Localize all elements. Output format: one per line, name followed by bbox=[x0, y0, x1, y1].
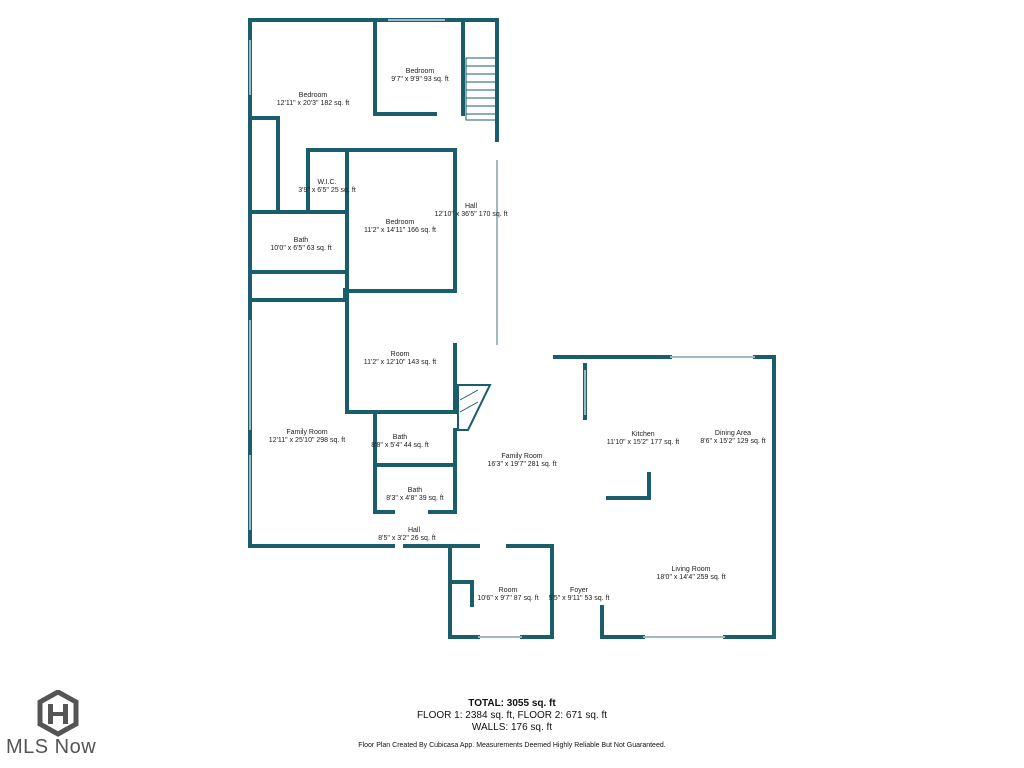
brand-name: MLS Now bbox=[6, 736, 97, 758]
room-name: Hall bbox=[408, 527, 421, 534]
main-wall bbox=[448, 544, 480, 639]
kitchen-island bbox=[606, 472, 651, 500]
room-dims: 11'2" x 14'11" 166 sq. ft bbox=[364, 227, 436, 234]
room-dims: 12'11" x 20'3" 182 sq. ft bbox=[277, 100, 350, 107]
windows bbox=[249, 19, 755, 638]
room-wall bbox=[345, 343, 457, 414]
closet-wall bbox=[248, 116, 280, 214]
bedroom-wall bbox=[306, 148, 457, 292]
room-name: Bedroom bbox=[406, 68, 435, 75]
room-dims: 16'3" x 19'7" 281 sq. ft bbox=[487, 461, 556, 468]
wall-area: WALLS: 176 sq. ft bbox=[471, 722, 553, 733]
room-dims: 18'0" x 14'4" 259 sq. ft bbox=[656, 574, 725, 581]
room-dims: 8'8" x 5'4" 44 sq. ft bbox=[371, 442, 429, 449]
room-dims: 11'2" x 12'10" 143 sq. ft bbox=[364, 359, 437, 366]
room-dims: 12'11" x 25'10" 298 sq. ft bbox=[269, 437, 345, 444]
room-name: Family Room bbox=[286, 429, 327, 436]
room-wall bbox=[506, 544, 554, 639]
mls-now-logo-icon bbox=[37, 690, 79, 737]
upper-wing-wall bbox=[248, 18, 499, 548]
room-name: Bath bbox=[393, 434, 408, 441]
room-name: Room bbox=[391, 351, 410, 358]
bedroom-wall bbox=[373, 18, 437, 116]
room-name: Hall bbox=[465, 203, 478, 210]
room-dims: 12'10" x 36'5" 170 sq. ft bbox=[434, 211, 507, 218]
room-wall bbox=[450, 580, 474, 607]
room-name: Dining Area bbox=[715, 430, 751, 437]
room-name: W.I.C. bbox=[317, 179, 336, 186]
floor-areas: FLOOR 1: 2384 sq. ft, FLOOR 2: 671 sq. f… bbox=[416, 710, 608, 721]
room-dims: 3'9" x 6'5" 25 sq. ft bbox=[298, 187, 356, 194]
disclaimer: Floor Plan Created By Cubicasa App. Meas… bbox=[358, 742, 666, 749]
room-dims: 10'6" x 9'7" 87 sq. ft bbox=[477, 595, 538, 602]
floor-plan: Bedroom 12'11" x 20'3" 182 sq. ft Bedroo… bbox=[248, 18, 776, 639]
main-wall bbox=[723, 355, 776, 639]
room-name: Bedroom bbox=[299, 92, 328, 99]
room-labels: Bedroom 12'11" x 20'3" 182 sq. ft Bedroo… bbox=[269, 68, 766, 602]
room-name: Foyer bbox=[570, 587, 589, 594]
total-area: TOTAL: 3055 sq. ft bbox=[468, 698, 556, 709]
room-name: Bath bbox=[294, 237, 309, 244]
stairs-icon bbox=[465, 57, 497, 121]
room-dims: 11'10" x 15'2" 177 sq. ft bbox=[607, 439, 680, 446]
bath-wall bbox=[373, 410, 395, 514]
room-dims: 8'3" x 4'8" 39 sq. ft bbox=[386, 495, 444, 502]
room-name: Kitchen bbox=[631, 431, 654, 438]
room-dims: 5'5" x 9'11" 53 sq. ft bbox=[549, 595, 610, 602]
room-dims: 8'5" x 3'2" 26 sq. ft bbox=[378, 535, 436, 542]
room-name: Room bbox=[499, 587, 518, 594]
wall bbox=[250, 288, 347, 302]
room-name: Living Room bbox=[672, 566, 711, 573]
room-name: Family Room bbox=[501, 453, 542, 460]
room-name: Bath bbox=[408, 487, 423, 494]
room-dims: 9'7" x 9'9" 93 sq. ft bbox=[391, 76, 449, 83]
bath-wall bbox=[428, 428, 457, 514]
room-dims: 10'0" x 6'5" 63 sq. ft bbox=[270, 245, 331, 252]
fireplace-icon bbox=[457, 384, 492, 431]
room-dims: 8'6" x 15'2" 129 sq. ft bbox=[700, 438, 765, 445]
main-wall bbox=[600, 605, 645, 639]
walls bbox=[248, 18, 776, 639]
room-name: Bedroom bbox=[386, 219, 415, 226]
